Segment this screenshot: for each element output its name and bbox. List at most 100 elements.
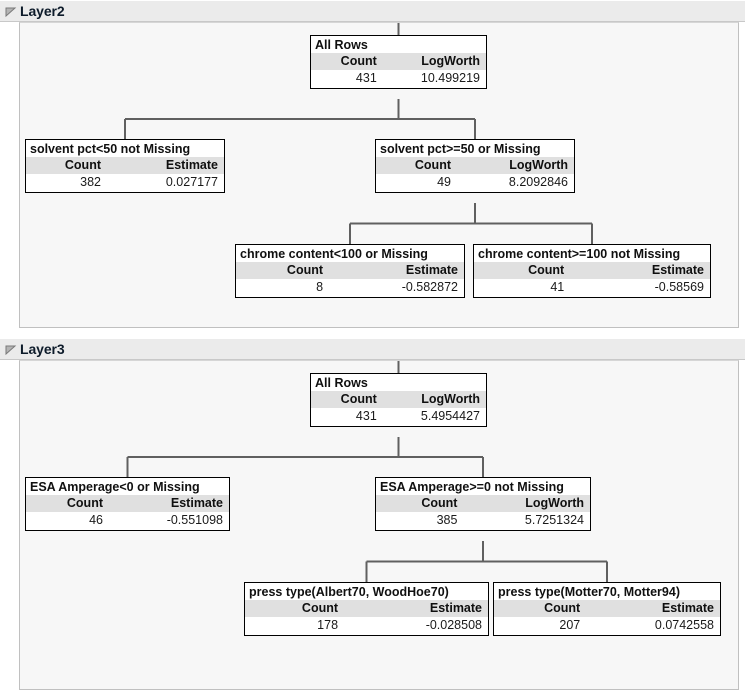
layer-title: Layer3 — [20, 341, 65, 357]
node-count-value: 8 — [236, 279, 330, 297]
layer-header-layer2[interactable]: Layer2 — [0, 0, 745, 22]
node-title: All Rows — [315, 38, 368, 52]
column-header-count: Count — [26, 495, 109, 512]
column-header-metric: LogWorth — [382, 391, 486, 408]
node-metric-value: 5.7251324 — [463, 512, 590, 530]
node-stats-value-row: 8-0.582872 — [236, 279, 464, 297]
node-metric-value: 10.499219 — [382, 70, 486, 88]
column-header-metric: Estimate — [586, 600, 720, 617]
column-header-count: Count — [376, 495, 464, 512]
node-title: chrome content>=100 not Missing — [478, 247, 681, 261]
node-title: press type(Motter70, Motter94) — [498, 585, 680, 599]
node-title: solvent pct>=50 or Missing — [380, 142, 541, 156]
column-header-count: Count — [311, 53, 383, 70]
node-title: chrome content<100 or Missing — [240, 247, 428, 261]
node-count-value: 49 — [376, 174, 457, 192]
node-metric-value: -0.028508 — [344, 617, 488, 635]
node-metric-value: 8.2092846 — [457, 174, 574, 192]
column-header-count: Count — [474, 262, 571, 279]
node-stats-value-row: 46-0.551098 — [26, 512, 229, 530]
triangle-open-icon[interactable] — [4, 343, 17, 356]
column-header-metric: Estimate — [570, 262, 710, 279]
node-count-value: 382 — [26, 174, 107, 192]
node-count-value: 41 — [474, 279, 571, 297]
layer-title: Layer2 — [20, 3, 65, 19]
column-header-metric: LogWorth — [382, 53, 486, 70]
column-header-count: Count — [494, 600, 587, 617]
node-metric-value: 0.0742558 — [586, 617, 720, 635]
node-metric-value: 0.027177 — [107, 174, 224, 192]
column-header-count: Count — [26, 157, 107, 174]
node-count-value: 178 — [245, 617, 345, 635]
node-metric-value: -0.58569 — [570, 279, 710, 297]
column-header-metric: LogWorth — [457, 157, 574, 174]
column-header-count: Count — [236, 262, 330, 279]
node-metric-value: -0.582872 — [329, 279, 464, 297]
node-title: press type(Albert70, WoodHoe70) — [249, 585, 449, 599]
node-title: All Rows — [315, 376, 368, 390]
node-metric-value: 5.4954427 — [382, 408, 486, 426]
node-stats-value-row: 178-0.028508 — [245, 617, 488, 635]
column-header-metric: Estimate — [109, 495, 229, 512]
node-count-value: 46 — [26, 512, 109, 530]
node-count-value: 431 — [311, 70, 383, 88]
column-header-count: Count — [376, 157, 457, 174]
node-title: solvent pct<50 not Missing — [30, 142, 191, 156]
triangle-open-icon[interactable] — [4, 5, 17, 18]
node-count-value: 431 — [311, 408, 383, 426]
column-header-metric: LogWorth — [463, 495, 590, 512]
column-header-metric: Estimate — [107, 157, 224, 174]
node-title: ESA Amperage<0 or Missing — [30, 480, 200, 494]
node-metric-value: -0.551098 — [109, 512, 229, 530]
node-stats-value-row: 41-0.58569 — [474, 279, 710, 297]
node-count-value: 207 — [494, 617, 587, 635]
node-count-value: 385 — [376, 512, 464, 530]
node-title: ESA Amperage>=0 not Missing — [380, 480, 564, 494]
column-header-count: Count — [311, 391, 383, 408]
column-header-count: Count — [245, 600, 345, 617]
layer-header-layer3[interactable]: Layer3 — [0, 338, 745, 360]
column-header-metric: Estimate — [329, 262, 464, 279]
